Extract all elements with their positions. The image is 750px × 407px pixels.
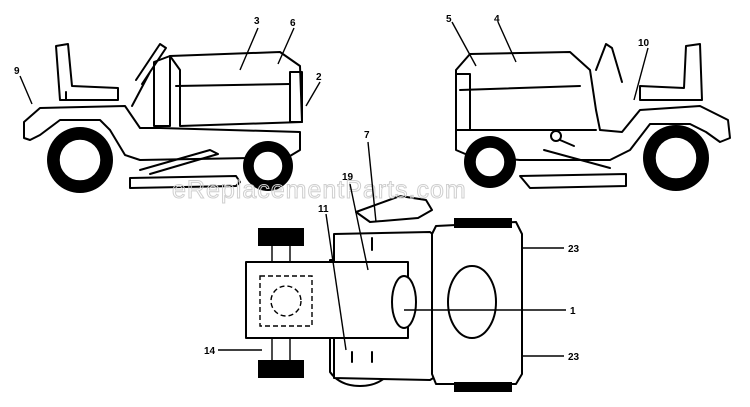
callout-7: 7 xyxy=(364,130,370,141)
callout-3: 3 xyxy=(254,16,260,27)
leader-5 xyxy=(451,21,477,67)
deck-lift-arm-right xyxy=(543,149,611,169)
leader-7 xyxy=(367,141,377,223)
fuel-cap-outline xyxy=(270,285,302,317)
leader-lines xyxy=(19,21,649,357)
leader-4 xyxy=(497,21,517,63)
callout-labels: 9 3 6 2 5 4 10 7 19 11 14 1 23 23 xyxy=(14,14,650,363)
leader-11 xyxy=(325,213,347,351)
callout-6: 6 xyxy=(290,18,296,29)
decal-ticks xyxy=(351,237,373,363)
leader-6 xyxy=(277,27,295,65)
dash-oval xyxy=(391,275,417,329)
watermark: eReplacementParts.com xyxy=(172,176,467,204)
rear-wheel-top-left xyxy=(258,228,304,246)
side-body-outline xyxy=(23,105,301,161)
lift-lever xyxy=(559,139,575,147)
engine-cover-oval xyxy=(447,265,497,339)
mower-deck-side xyxy=(129,175,241,189)
callout-11: 11 xyxy=(318,204,329,215)
top-view-mower xyxy=(245,195,523,392)
front-wheel-top-right xyxy=(454,382,512,392)
callout-10: 10 xyxy=(638,38,650,49)
steering-column xyxy=(131,43,167,107)
dash-panel xyxy=(153,55,171,127)
rear-wheel-rim-right xyxy=(654,136,698,180)
leader-19 xyxy=(349,183,369,271)
rear-wheel-top-right xyxy=(258,360,304,378)
grille-right xyxy=(455,73,471,131)
seat xyxy=(55,43,119,101)
deck-lift-arm xyxy=(139,149,219,175)
rear-fender-top xyxy=(245,261,409,339)
front-wheel-rim xyxy=(252,150,284,182)
axle-lines xyxy=(271,246,291,360)
seat-right xyxy=(639,43,703,101)
steering-column-right xyxy=(595,43,623,83)
rear-wheel-rim xyxy=(58,138,102,182)
leader-9 xyxy=(19,75,33,105)
callout-19: 19 xyxy=(342,172,354,183)
front-wheel-rim-right xyxy=(474,146,506,178)
callout-23-bottom: 23 xyxy=(568,352,580,363)
callout-1: 1 xyxy=(570,306,576,317)
callout-14: 14 xyxy=(204,346,216,357)
leader-10 xyxy=(633,47,649,101)
mower-deck-side-right xyxy=(519,173,627,189)
right-side-view-mower xyxy=(455,43,731,191)
callout-4: 4 xyxy=(494,14,500,25)
grille xyxy=(289,71,303,123)
hood-panel xyxy=(169,51,303,127)
leader-2 xyxy=(305,81,321,107)
hood-line xyxy=(175,83,291,87)
fuel-tank-outline xyxy=(259,275,313,327)
callout-5: 5 xyxy=(446,14,452,25)
lift-lever-knob xyxy=(550,130,562,142)
callout-2: 2 xyxy=(316,72,322,83)
leader-3 xyxy=(239,27,259,71)
left-side-view-mower xyxy=(23,43,303,193)
hood-line-right xyxy=(459,85,581,91)
callout-9: 9 xyxy=(14,66,20,77)
callout-23-top: 23 xyxy=(568,244,580,255)
front-wheel-top-left xyxy=(454,218,512,228)
side-body-outline-right xyxy=(455,51,731,161)
